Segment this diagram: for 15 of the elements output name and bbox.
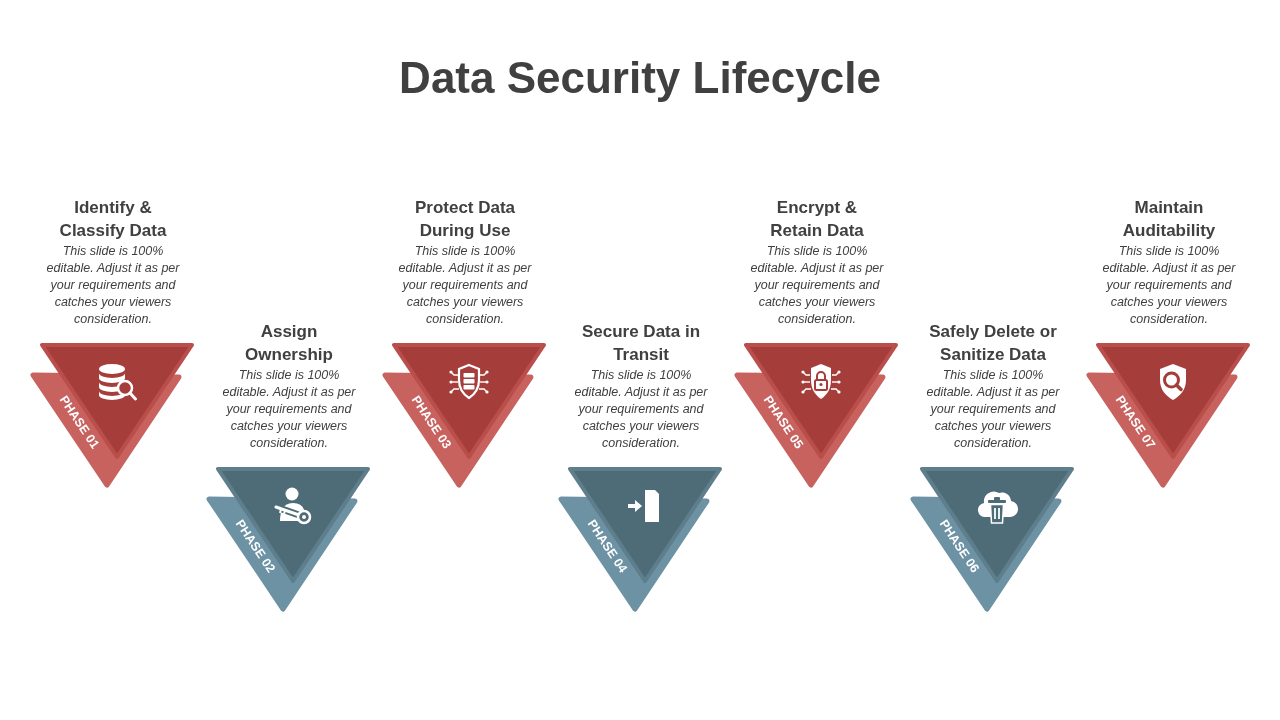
phase-heading: Secure Data in Transit [580, 321, 702, 366]
phase-description: This slide is 100% editable. Adjust it as per your requirements and catches your viewers consideration. [573, 367, 709, 452]
phase-description: This slide is 100% editable. Adjust it as per your requirements and catches your viewers consideration. [925, 367, 1061, 452]
phase-description: This slide is 100% editable. Adjust it as per your requirements and catches your viewers consideration. [397, 243, 533, 328]
slide-title: Data Security Lifecycle [399, 52, 881, 104]
phase-heading: Maintain Auditability [1121, 197, 1217, 242]
phase-description: This slide is 100% editable. Adjust it as per your requirements and catches your viewers consideration. [1101, 243, 1237, 328]
phase-description: This slide is 100% editable. Adjust it as per your requirements and catches your viewers consideration. [749, 243, 885, 328]
phase-heading: Identify & Classify Data [58, 197, 168, 242]
phase-heading: Assign Ownership [244, 321, 334, 366]
phase-description: This slide is 100% editable. Adjust it as per your requirements and catches your viewers consideration. [221, 367, 357, 452]
phase-heading: Safely Delete or Sanitize Data [928, 321, 1058, 366]
phase-heading: Encrypt & Retain Data [769, 197, 865, 242]
phase-heading: Protect Data During Use [413, 197, 517, 242]
phase-description: This slide is 100% editable. Adjust it as per your requirements and catches your viewers consideration. [45, 243, 181, 328]
